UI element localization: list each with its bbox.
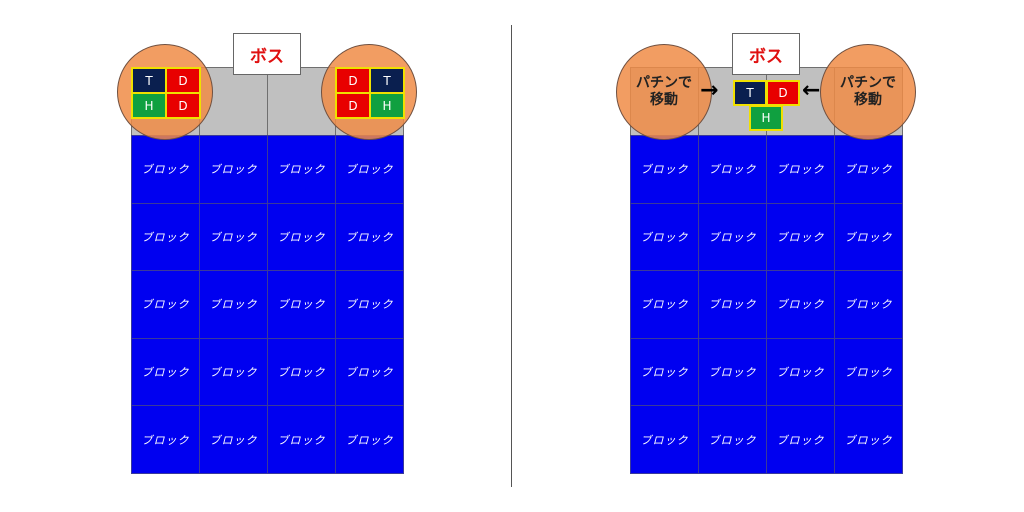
block-cell: ブロック	[335, 135, 404, 204]
block-cell: ブロック	[335, 405, 404, 474]
block-cell: ブロック	[267, 135, 336, 204]
block-cell: ブロック	[834, 135, 903, 204]
party-circle: パチンで移動	[820, 44, 916, 140]
block-cell: ブロック	[335, 337, 404, 407]
role-t: T	[131, 67, 167, 94]
boss-label: ボス	[732, 33, 800, 75]
role-d: D	[766, 80, 800, 106]
boss-label: ボス	[233, 33, 301, 75]
role-t: T	[733, 80, 767, 106]
block-cell: ブロック	[335, 270, 404, 339]
block-cell: ブロック	[698, 202, 767, 272]
block-cell: ブロック	[766, 202, 835, 272]
move-label-line2: 移動	[854, 92, 882, 108]
block-cell: ブロック	[267, 337, 336, 407]
block-cell: ブロック	[630, 405, 699, 474]
block-cell: ブロック	[131, 270, 200, 339]
block-cell: ブロック	[630, 202, 699, 272]
arrow-left-icon: ←	[802, 78, 821, 103]
move-label-line2: 移動	[650, 92, 678, 108]
block-cell: ブロック	[698, 405, 767, 474]
block-cell: ブロック	[267, 405, 336, 474]
role-h: H	[131, 92, 167, 119]
divider-line	[511, 25, 512, 487]
move-label-line1: パチンで	[636, 75, 692, 92]
block-cell: ブロック	[131, 405, 200, 474]
block-cell: ブロック	[698, 270, 767, 339]
role-d: D	[335, 92, 371, 119]
block-cell: ブロック	[834, 337, 903, 407]
before-diagram: ブロックブロックブロックブロックブロックブロックブロックブロックブロックブロック…	[117, 33, 417, 474]
block-cell: ブロック	[766, 135, 835, 204]
role-t: T	[369, 67, 405, 94]
block-cell: ブロック	[335, 202, 404, 272]
role-d: D	[165, 67, 201, 94]
block-cell: ブロック	[834, 270, 903, 339]
block-cell: ブロック	[630, 135, 699, 204]
role-d: D	[165, 92, 201, 119]
block-cell: ブロック	[766, 405, 835, 474]
party-circle: パチンで移動	[616, 44, 712, 140]
block-cell: ブロック	[630, 337, 699, 407]
after-diagram: ブロックブロックブロックブロックブロックブロックブロックブロックブロックブロック…	[499, 0, 1011, 512]
block-cell: ブロック	[199, 337, 268, 407]
block-cell: ブロック	[199, 270, 268, 339]
role-d: D	[335, 67, 371, 94]
block-cell: ブロック	[834, 405, 903, 474]
arrow-right-icon: →	[700, 78, 719, 103]
block-cell: ブロック	[131, 202, 200, 272]
block-cell: ブロック	[267, 270, 336, 339]
role-h: H	[369, 92, 405, 119]
block-cell: ブロック	[131, 337, 200, 407]
block-cell: ブロック	[698, 337, 767, 407]
move-label-line1: パチンで	[840, 75, 896, 92]
block-cell: ブロック	[199, 202, 268, 272]
role-h: H	[749, 105, 783, 131]
block-cell: ブロック	[131, 135, 200, 204]
block-cell: ブロック	[199, 135, 268, 204]
block-cell: ブロック	[834, 202, 903, 272]
block-cell: ブロック	[267, 202, 336, 272]
block-cell: ブロック	[766, 270, 835, 339]
block-cell: ブロック	[630, 270, 699, 339]
block-cell: ブロック	[766, 337, 835, 407]
block-cell: ブロック	[698, 135, 767, 204]
block-cell: ブロック	[199, 405, 268, 474]
